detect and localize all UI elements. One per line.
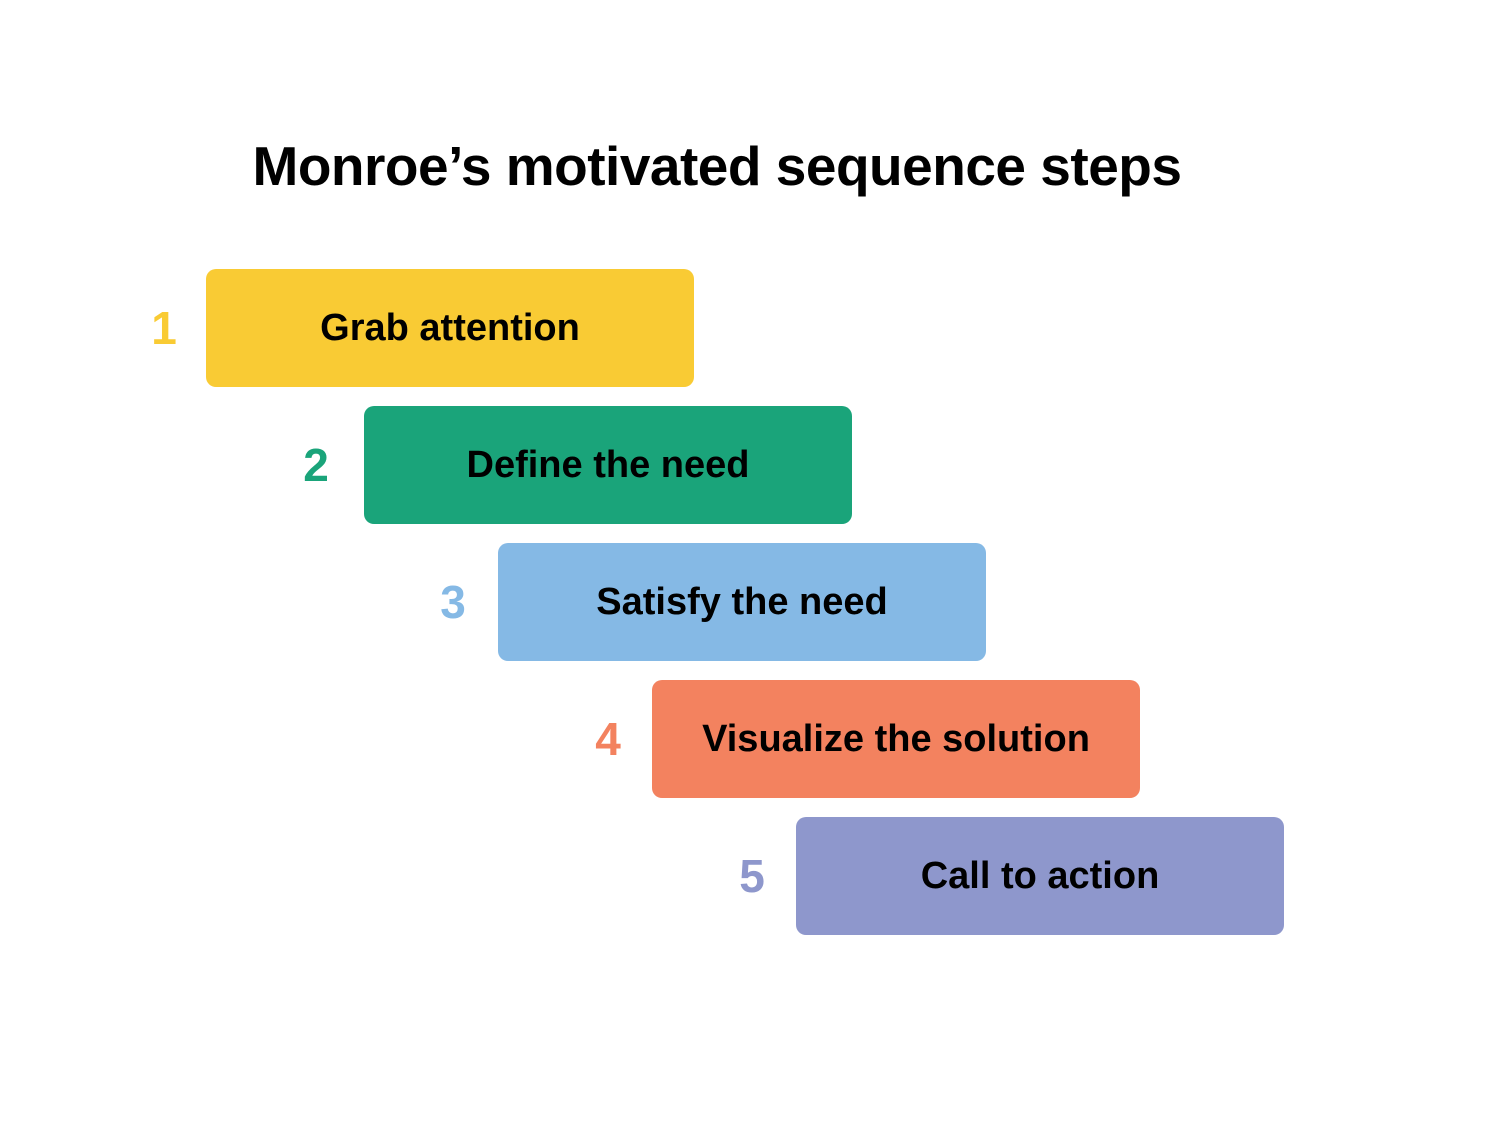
step-label: Visualize the solution bbox=[702, 717, 1090, 760]
step-box: Visualize the solution bbox=[652, 680, 1140, 798]
step-number: 1 bbox=[151, 302, 177, 354]
step-5: 5 Call to action bbox=[0, 817, 1500, 935]
step-2: 2 Define the need bbox=[0, 406, 1500, 524]
step-label: Define the need bbox=[466, 443, 750, 486]
step-label: Grab attention bbox=[320, 306, 580, 349]
step-4: 4 Visualize the solution bbox=[0, 680, 1500, 798]
step-3: 3 Satisfy the need bbox=[0, 543, 1500, 661]
step-number: 3 bbox=[440, 576, 466, 628]
step-label: Satisfy the need bbox=[596, 580, 888, 623]
step-number: 4 bbox=[595, 713, 621, 765]
step-1: 1 Grab attention bbox=[0, 269, 1500, 387]
step-number: 2 bbox=[303, 439, 329, 491]
step-number: 5 bbox=[739, 850, 765, 902]
diagram-title: Monroe’s motivated sequence steps bbox=[252, 135, 1182, 197]
step-box: Call to action bbox=[796, 817, 1284, 935]
step-box: Grab attention bbox=[206, 269, 694, 387]
step-box: Satisfy the need bbox=[498, 543, 986, 661]
step-box: Define the need bbox=[364, 406, 852, 524]
step-label: Call to action bbox=[920, 854, 1160, 897]
